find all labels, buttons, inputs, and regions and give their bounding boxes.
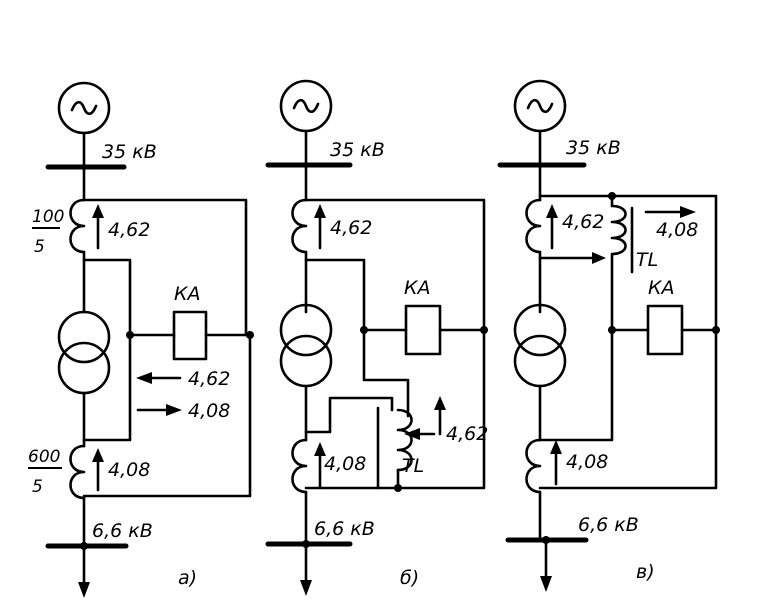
tl-label-c: TL [636,249,658,271]
tl-coil-b [396,408,413,472]
current-low-b: 4,08 [324,453,366,475]
current-tl-b: 4,62 [446,423,488,445]
voltage-high-b: 35 кВ [330,139,385,161]
current-high-a: 4,62 [108,219,150,241]
ct-low-ratio-num-a: 600 [28,447,60,467]
ct-low-coil-b [291,438,308,494]
voltage-low-a: 6,6 кВ [92,520,153,542]
current-low-a: 4,08 [108,459,150,481]
transformer-lower-c [513,334,567,388]
current-out-a: 4,08 [188,400,230,422]
caption-a: а) [178,567,197,589]
relay-label-c: КА [648,277,675,299]
voltage-low-b: 6,6 кВ [314,518,375,540]
ct-high-ratio-num-a: 100 [32,207,64,227]
voltage-high-a: 35 кВ [102,141,157,163]
relay-label-b: КА [404,277,431,299]
ct-high-coil-a [69,198,86,254]
load-arrow-a [78,582,90,598]
transformer-lower-a [57,341,111,395]
caption-b: б) [400,567,419,589]
transformer-upper-c [513,303,567,357]
relay-label-a: КА [174,283,201,305]
ct-high-coil-c [525,198,542,254]
voltage-high-c: 35 кВ [566,137,621,159]
tl-coil-c [610,194,627,332]
ct-high-coil-b [291,198,308,254]
ct-low-ratio-den-a: 5 [32,477,43,497]
transformer-lower-b [279,334,333,388]
ct-high-ratio-den-a: 5 [34,237,45,257]
transformer-upper-a [57,310,111,364]
current-high-b: 4,62 [330,217,372,239]
current-tl-c: 4,08 [656,219,698,241]
caption-c: в) [636,561,655,583]
relay-ka-a [172,310,208,361]
load-arrow-c [540,576,552,592]
tl-label-b: TL [402,455,424,477]
voltage-low-c: 6,6 кВ [578,514,639,536]
relay-ka-c [646,304,684,356]
transformer-upper-b [279,303,333,357]
ct-low-coil-a [69,444,86,500]
diagram-c: 35 кВ 4,62 4,08 6,6 кВ TL 4,08 [497,79,720,592]
diagram-a: 35 кВ 100 5 4,62 600 5 4,08 6,6 кВ [28,81,254,598]
relay-ka-b [404,304,442,356]
current-high-c: 4,62 [562,211,604,233]
current-low-c: 4,08 [566,451,608,473]
ct-low-coil-c [525,438,542,494]
load-arrow-b [300,580,312,596]
current-in-a: 4,62 [188,368,230,390]
diagram-b: 35 кВ 4,62 4,08 6,6 кВ КА [265,79,488,596]
